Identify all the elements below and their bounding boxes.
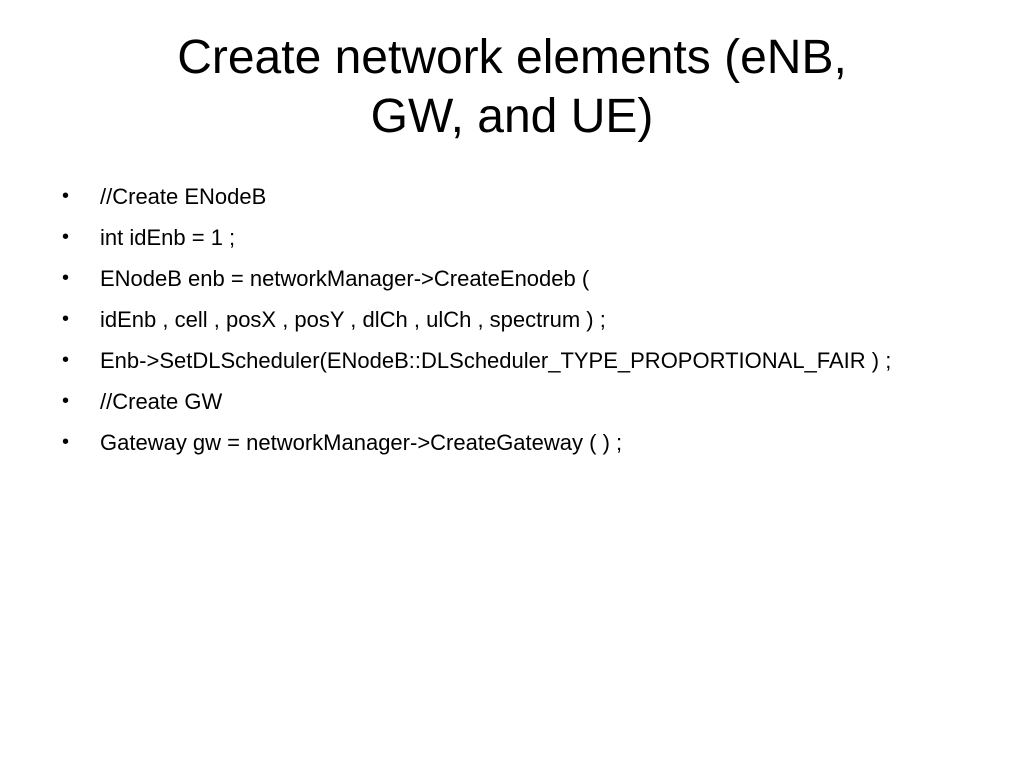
title-line-1: Create network elements (eNB, [177,31,847,84]
bullet-text: //Create GW [100,389,223,414]
bullet-icon: • [62,308,70,330]
bullet-item-set-dl-scheduler: • Enb->SetDLScheduler(ENodeB::DLSchedule… [60,347,964,374]
bullet-item-enodeb-args: • idEnb , cell , posX , posY , dlCh , ul… [60,306,964,333]
bullet-item-create-gw-comment: • //Create GW [60,388,964,415]
bullet-text: Gateway gw = networkManager->CreateGatew… [100,430,623,455]
bullet-icon: • [62,349,70,371]
bullet-text: idEnb , cell , posX , posY , dlCh , ulCh… [100,307,606,332]
bullet-icon: • [62,390,70,412]
bullet-icon: • [62,431,70,453]
bullet-item-create-enodeb-call: • ENodeB enb = networkManager->CreateEno… [60,265,964,292]
bullet-icon: • [62,226,70,248]
bullet-icon: • [62,267,70,289]
bullet-text: int idEnb = 1 ; [100,225,236,250]
bullet-text: Enb->SetDLScheduler(ENodeB::DLScheduler_… [100,348,892,373]
title-line-2: GW, and UE) [370,90,654,143]
bullet-text: ENodeB enb = networkManager->CreateEnode… [100,266,590,291]
bullet-item-id-enb: • int idEnb = 1 ; [60,224,964,251]
bullet-item-create-gateway: • Gateway gw = networkManager->CreateGat… [60,429,964,456]
slide-title: Create network elements (eNB, GW, and UE… [60,28,964,146]
bullet-item-create-enodeb-comment: • //Create ENodeB [60,183,964,210]
bullet-text: //Create ENodeB [100,184,267,209]
bullet-icon: • [62,185,70,207]
bullet-list: • //Create ENodeB • int idEnb = 1 ; • EN… [60,183,964,470]
